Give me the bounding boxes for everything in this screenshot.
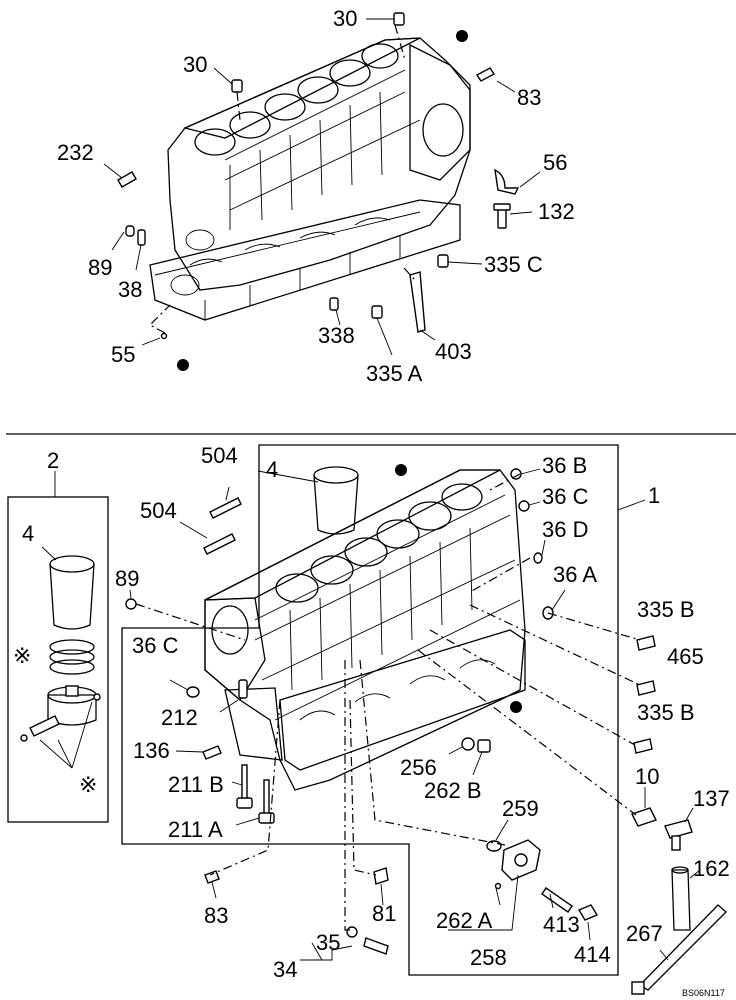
bottom-leader-lines bbox=[129, 468, 701, 961]
bottom-callout-labels: 504 4 504 89 36 B 36 C 36 D 36 A 1 36 C … bbox=[115, 443, 730, 998]
top-reference-dot-2 bbox=[177, 359, 189, 371]
callout-36c-right: 36 C bbox=[542, 484, 589, 509]
callout-89-bottom: 89 bbox=[115, 566, 139, 591]
callout-30-a: 30 bbox=[333, 6, 357, 31]
callout-267: 267 bbox=[626, 921, 663, 946]
callout-1: 1 bbox=[648, 483, 660, 508]
callout-36d: 36 D bbox=[542, 517, 588, 542]
piston-kit-labels: 2 4 ※ ※ bbox=[13, 448, 97, 797]
callout-34: 34 bbox=[273, 957, 297, 982]
callout-38: 38 bbox=[118, 277, 142, 302]
callout-335b-a: 335 B bbox=[637, 597, 695, 622]
top-small-parts bbox=[117, 12, 520, 340]
drawing-code: BS06N117 bbox=[682, 988, 725, 998]
callout-335a: 335 A bbox=[366, 361, 423, 386]
callout-83: 83 bbox=[517, 85, 541, 110]
top-leader-lines bbox=[103, 18, 541, 356]
callout-403: 403 bbox=[435, 339, 472, 364]
callout-335b-b: 335 B bbox=[637, 700, 695, 725]
callout-56: 56 bbox=[543, 150, 567, 175]
callout-137: 137 bbox=[693, 786, 730, 811]
callout-55: 55 bbox=[111, 342, 135, 367]
callout-4-kit: 4 bbox=[22, 521, 34, 546]
note-symbol-1: ※ bbox=[13, 643, 31, 668]
callout-83-bottom: 83 bbox=[204, 903, 228, 928]
top-reference-dot-1 bbox=[456, 30, 468, 42]
callout-136: 136 bbox=[133, 738, 170, 763]
callout-30-b: 30 bbox=[183, 52, 207, 77]
callout-2: 2 bbox=[47, 448, 59, 473]
callout-89: 89 bbox=[88, 255, 112, 280]
callout-465: 465 bbox=[667, 644, 704, 669]
callout-262b: 262 B bbox=[424, 778, 482, 803]
callout-81: 81 bbox=[372, 901, 396, 926]
callout-262a: 262 A bbox=[436, 908, 493, 933]
callout-413: 413 bbox=[543, 912, 580, 937]
callout-132: 132 bbox=[538, 199, 575, 224]
callout-10: 10 bbox=[635, 764, 659, 789]
top-cylinder-bores bbox=[194, 43, 399, 156]
callout-211b: 211 B bbox=[168, 772, 224, 797]
callout-414: 414 bbox=[574, 942, 611, 967]
bottom-reference-dot-2 bbox=[510, 701, 522, 713]
callout-504-a: 504 bbox=[201, 443, 238, 468]
callout-232: 232 bbox=[57, 140, 94, 165]
callout-259: 259 bbox=[502, 796, 539, 821]
callout-4-assy: 4 bbox=[266, 457, 278, 482]
assembly-frame bbox=[121, 444, 619, 976]
callout-35: 35 bbox=[316, 930, 340, 955]
top-cylinder-block bbox=[149, 37, 471, 321]
callout-256: 256 bbox=[400, 755, 437, 780]
note-symbol-2: ※ bbox=[79, 772, 97, 797]
bottom-small-parts bbox=[125, 466, 727, 995]
top-callout-labels: 30 30 83 232 56 132 89 38 335 C 338 403 … bbox=[57, 6, 575, 386]
callout-36a: 36 A bbox=[553, 562, 597, 587]
callout-258: 258 bbox=[470, 945, 507, 970]
bottom-cylinder-bores bbox=[275, 483, 483, 603]
callout-338: 338 bbox=[318, 323, 355, 348]
bottom-cylinder-block bbox=[204, 469, 526, 791]
callout-335c: 335 C bbox=[484, 252, 543, 277]
bottom-reference-dot-1 bbox=[395, 464, 407, 476]
callout-211a: 211 A bbox=[168, 817, 223, 842]
callout-36b: 36 B bbox=[542, 453, 587, 478]
callout-36c-left: 36 C bbox=[132, 633, 179, 658]
piston-kit-panel bbox=[7, 471, 109, 823]
callout-212: 212 bbox=[161, 705, 198, 730]
callout-162: 162 bbox=[693, 856, 730, 881]
callout-504-b: 504 bbox=[140, 498, 177, 523]
